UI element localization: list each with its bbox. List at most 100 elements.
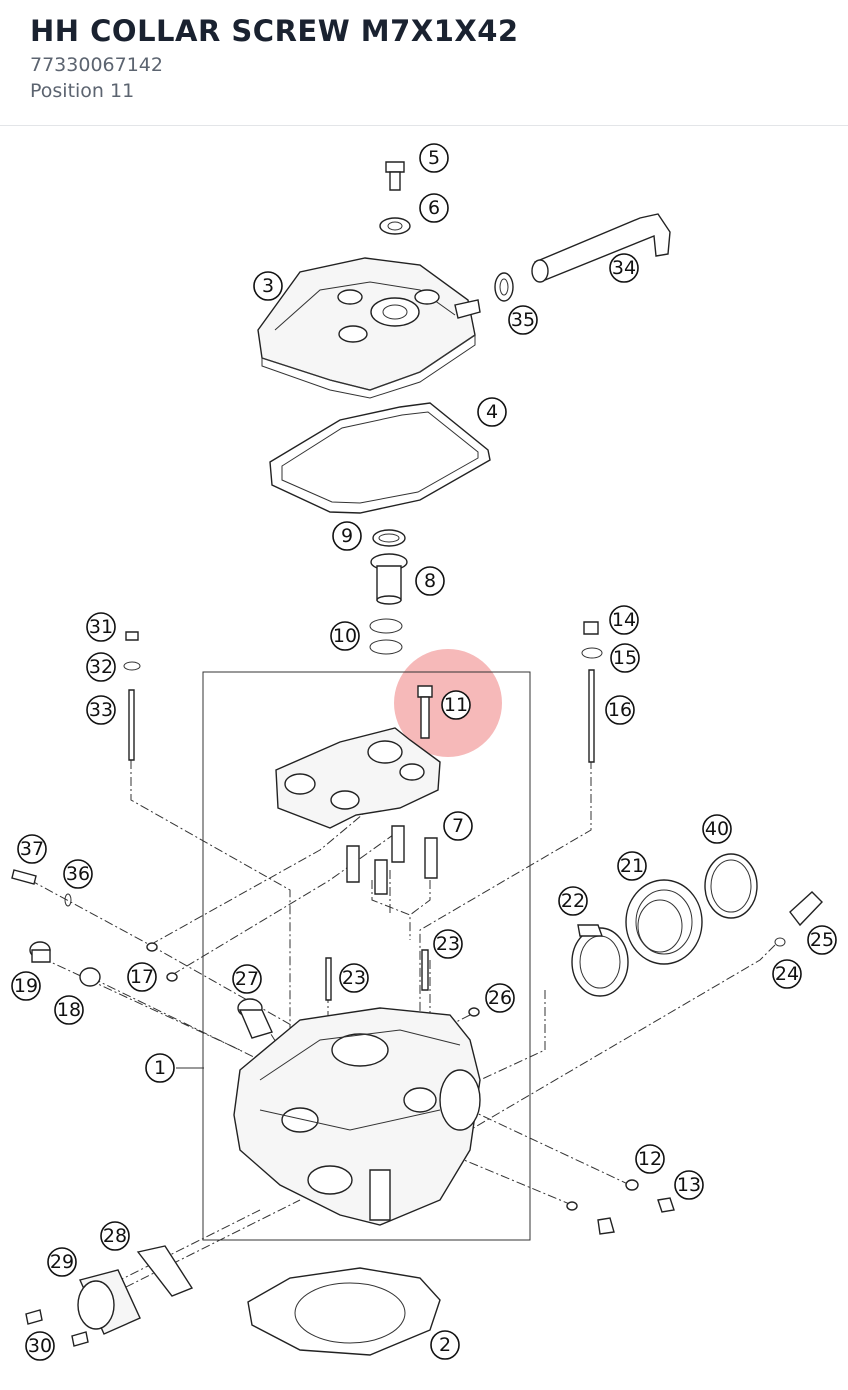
callout-11[interactable]: 11 [441, 690, 471, 720]
callout-34[interactable]: 34 [609, 253, 639, 283]
callout-8[interactable]: 8 [415, 566, 445, 596]
callout-16[interactable]: 16 [605, 695, 635, 725]
callout-18[interactable]: 18 [54, 995, 84, 1025]
svg-text:10: 10 [333, 625, 357, 647]
svg-text:1: 1 [154, 1057, 166, 1079]
plug [237, 998, 273, 1039]
callout-33[interactable]: 33 [86, 695, 116, 725]
valve-cover-gasket [269, 402, 491, 514]
svg-text:9: 9 [341, 525, 353, 547]
valve-cover [257, 257, 481, 399]
svg-text:25: 25 [810, 929, 834, 951]
exploded-parts-diagram: 1 2 3 4 5 6 7 8 9 10 11 12 13 14 15 16 1… [0, 127, 848, 1390]
callout-6[interactable]: 6 [419, 193, 449, 223]
callout-25[interactable]: 25 [807, 925, 837, 955]
callout-15[interactable]: 15 [610, 643, 640, 673]
svg-text:3: 3 [262, 275, 274, 297]
svg-text:23: 23 [436, 933, 460, 955]
svg-text:33: 33 [89, 699, 113, 721]
dowel-pin [325, 957, 332, 1001]
hose-clamp [704, 853, 758, 919]
callout-23[interactable]: 23 [339, 963, 369, 993]
svg-text:28: 28 [103, 1225, 127, 1247]
callout-21[interactable]: 21 [617, 851, 647, 881]
callout-23[interactable]: 23 [433, 929, 463, 959]
svg-text:12: 12 [638, 1148, 662, 1170]
washer [581, 647, 603, 659]
intake-flange [625, 879, 703, 965]
callout-22[interactable]: 22 [558, 886, 588, 916]
callout-37[interactable]: 37 [17, 834, 47, 864]
seal-ring [64, 893, 72, 907]
callout-1[interactable]: 1 [145, 1053, 204, 1083]
temperature-sensor [11, 869, 37, 885]
callout-7[interactable]: 7 [443, 811, 473, 841]
callout-3[interactable]: 3 [253, 271, 283, 301]
callout-36[interactable]: 36 [63, 859, 93, 889]
callout-2[interactable]: 2 [430, 1330, 460, 1360]
plug-screw [146, 942, 158, 952]
screw-plug [29, 941, 51, 963]
part-header: HH COLLAR SCREW M7X1X42 77330067142 Posi… [0, 0, 848, 126]
callout-29[interactable]: 29 [47, 1247, 77, 1277]
svg-text:4: 4 [486, 401, 498, 423]
breather-hose [531, 213, 671, 283]
spark-plug-sleeve [370, 553, 408, 605]
svg-text:5: 5 [428, 147, 440, 169]
o-ring [369, 639, 403, 655]
screw [774, 937, 786, 947]
svg-text:36: 36 [66, 863, 90, 885]
stud-bolt [128, 689, 135, 761]
svg-text:34: 34 [612, 257, 636, 279]
callout-32[interactable]: 32 [86, 652, 116, 682]
svg-text:24: 24 [775, 963, 799, 985]
hose-clamp [494, 272, 514, 302]
svg-text:15: 15 [613, 647, 637, 669]
screw [25, 1309, 43, 1325]
stud-bolt [588, 669, 595, 763]
svg-text:21: 21 [620, 855, 644, 877]
callout-31[interactable]: 31 [86, 612, 116, 642]
svg-text:8: 8 [424, 570, 436, 592]
svg-text:16: 16 [608, 699, 632, 721]
svg-text:22: 22 [561, 890, 585, 912]
callout-24[interactable]: 24 [772, 959, 802, 989]
part-position: Position 11 [30, 80, 135, 102]
callout-19[interactable]: 19 [11, 971, 41, 1001]
callout-35[interactable]: 35 [508, 305, 538, 335]
svg-text:29: 29 [50, 1251, 74, 1273]
svg-text:30: 30 [28, 1335, 52, 1357]
callout-28[interactable]: 28 [100, 1221, 130, 1251]
svg-text:18: 18 [57, 999, 81, 1021]
intake-manifold [77, 1269, 141, 1335]
callout-30[interactable]: 30 [25, 1331, 55, 1361]
callout-5[interactable]: 5 [419, 143, 449, 173]
svg-text:37: 37 [20, 838, 44, 860]
camshaft-bearing-bridge [275, 727, 441, 829]
svg-text:13: 13 [677, 1174, 701, 1196]
screw [566, 1201, 578, 1211]
callout-26[interactable]: 26 [485, 983, 515, 1013]
o-ring [369, 618, 403, 634]
valve-guides [346, 825, 438, 895]
dowel-pin [421, 949, 429, 991]
callout-10[interactable]: 10 [330, 621, 360, 651]
callout-9[interactable]: 9 [332, 521, 362, 551]
callout-27[interactable]: 27 [232, 964, 262, 994]
svg-text:11: 11 [444, 694, 468, 716]
callout-12[interactable]: 12 [635, 1144, 665, 1174]
plug-screw [166, 972, 178, 982]
callout-17[interactable]: 17 [127, 962, 157, 992]
svg-text:19: 19 [14, 975, 38, 997]
sensor [789, 891, 823, 927]
svg-text:17: 17 [130, 966, 154, 988]
callout-14[interactable]: 14 [609, 605, 639, 635]
screw [71, 1331, 89, 1347]
svg-text:6: 6 [428, 197, 440, 219]
valve-cover-bolt [385, 161, 405, 191]
callout-13[interactable]: 13 [674, 1170, 704, 1200]
nut [583, 621, 599, 635]
nut [597, 1217, 615, 1235]
callout-40[interactable]: 40 [702, 814, 732, 844]
callout-4[interactable]: 4 [477, 397, 507, 427]
